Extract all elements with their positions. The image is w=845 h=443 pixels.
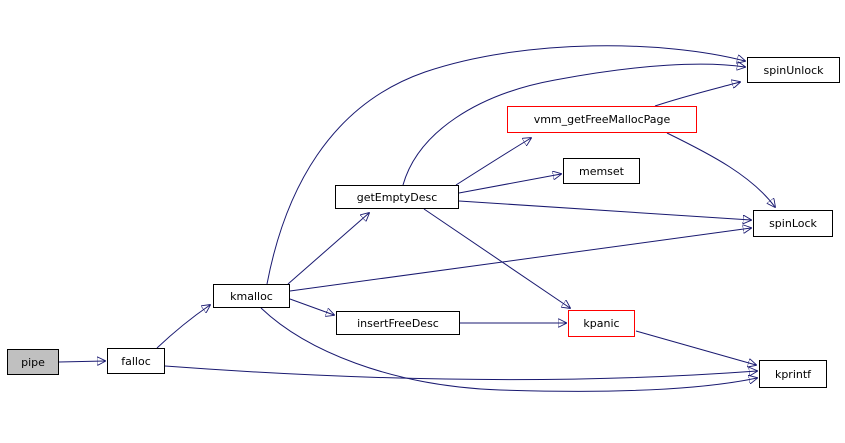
node-falloc[interactable]: falloc: [107, 348, 165, 374]
node-kmalloc[interactable]: kmalloc: [213, 284, 290, 308]
edge-getEmptyDesc-vmm_getFreeMallocPage: [455, 138, 531, 186]
edge-kpanic-kprintf: [635, 330, 756, 365]
node-pipe[interactable]: pipe: [7, 349, 59, 375]
edge-pipe-falloc: [58, 361, 105, 362]
edge-getEmptyDesc-kpanic: [423, 208, 570, 308]
node-kpanic-label: kpanic: [583, 317, 620, 330]
edge-getEmptyDesc-memset: [458, 174, 561, 194]
node-insertFreeDesc-label: insertFreeDesc: [357, 316, 439, 330]
edge-getEmptyDesc-spinLock: [458, 200, 751, 220]
node-falloc-label: falloc: [121, 354, 151, 368]
edge-falloc-kmalloc: [156, 305, 210, 349]
node-getEmptyDesc[interactable]: getEmptyDesc: [335, 185, 459, 209]
node-kpanic[interactable]: kpanic: [568, 310, 635, 337]
node-getEmptyDesc-label: getEmptyDesc: [356, 190, 438, 204]
edge-vmm_getFreeMallocPage-spinLock: [666, 132, 775, 207]
edge-kmalloc-spinLock: [289, 228, 751, 292]
node-spinUnlock-label: spinUnlock: [763, 63, 824, 77]
edge-kmalloc-insertFreeDesc: [289, 298, 334, 315]
edge-getEmptyDesc-spinUnlock: [402, 64, 745, 186]
node-kprintf[interactable]: kprintf: [759, 360, 827, 388]
node-memset-label: memset: [578, 164, 624, 178]
edge-kmalloc-spinUnlock: [266, 45, 745, 285]
node-vmm_getFreeMallocPage-label: vmm_getFreeMallocPage: [533, 113, 671, 126]
node-spinUnlock[interactable]: spinUnlock: [747, 57, 840, 83]
node-spinLock-label: spinLock: [769, 217, 817, 230]
edge-kmalloc-kprintf: [260, 307, 757, 392]
node-kprintf-label: kprintf: [774, 367, 812, 381]
node-kmalloc-label: kmalloc: [230, 289, 273, 303]
node-insertFreeDesc[interactable]: insertFreeDesc: [336, 311, 460, 335]
edge-falloc-kprintf: [164, 365, 757, 381]
node-pipe-label: pipe: [21, 355, 45, 369]
node-memset[interactable]: memset: [563, 158, 640, 184]
edge-vmm_getFreeMallocPage-spinUnlock: [654, 82, 740, 107]
node-vmm_getFreeMallocPage[interactable]: vmm_getFreeMallocPage: [507, 106, 697, 133]
edge-kmalloc-getEmptyDesc: [287, 213, 369, 285]
node-spinLock[interactable]: spinLock: [753, 210, 833, 237]
